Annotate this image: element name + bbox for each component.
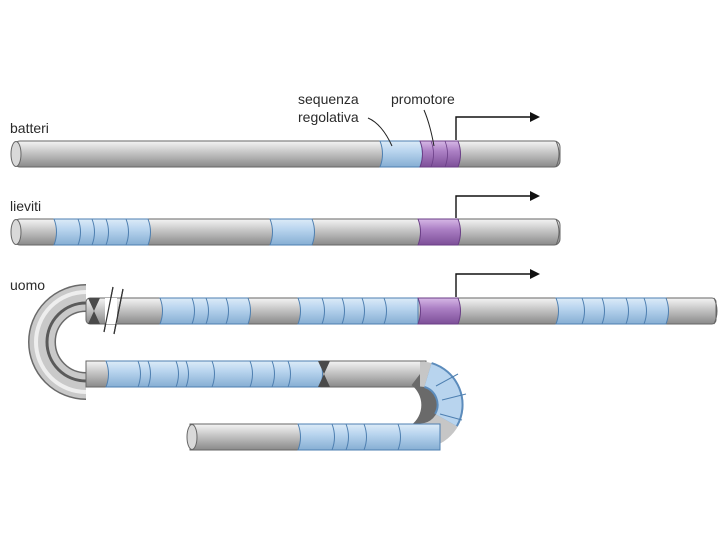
promoter-pointer <box>423 109 435 147</box>
regulatory-sequence-label-line2: regolativa <box>298 109 359 125</box>
bacteria-dna-tube <box>10 140 561 168</box>
yeast-transcription-start-arrow <box>455 191 540 218</box>
bacteria-row: batteri sequenza regolativa promotore <box>10 91 561 168</box>
promoter-label: promotore <box>391 91 455 107</box>
human-label: uomo <box>10 277 45 293</box>
human-dna-middle-break-mark <box>318 361 330 387</box>
regulatory-sequence-pointer <box>367 117 393 147</box>
regulatory-sequence-label-line1: sequenza <box>298 91 359 107</box>
yeast-promoter <box>417 218 461 246</box>
bacteria-label: batteri <box>10 120 49 136</box>
bacteria-promoter <box>419 140 461 168</box>
human-dna-break-mark <box>88 286 124 335</box>
human-promoter <box>417 297 461 325</box>
bacteria-regulatory-sequence <box>379 140 423 168</box>
human-regulatory-sequence-5 <box>297 423 441 451</box>
yeast-regulatory-sequence-2 <box>269 218 315 246</box>
human-dna-left-bend <box>28 284 87 400</box>
human-regulatory-sequence-1 <box>159 297 251 325</box>
yeast-regulatory-sequence-1 <box>53 218 151 246</box>
human-regulatory-sequence-3 <box>555 297 669 325</box>
human-regulatory-sequence-4 <box>105 360 323 388</box>
bacteria-transcription-start-arrow <box>455 112 540 140</box>
yeast-label: lieviti <box>10 198 41 214</box>
human-regulatory-sequence-2 <box>297 297 419 325</box>
human-row: uomo <box>10 269 718 451</box>
yeast-row: lieviti <box>10 191 561 246</box>
human-transcription-start-arrow <box>455 269 540 297</box>
